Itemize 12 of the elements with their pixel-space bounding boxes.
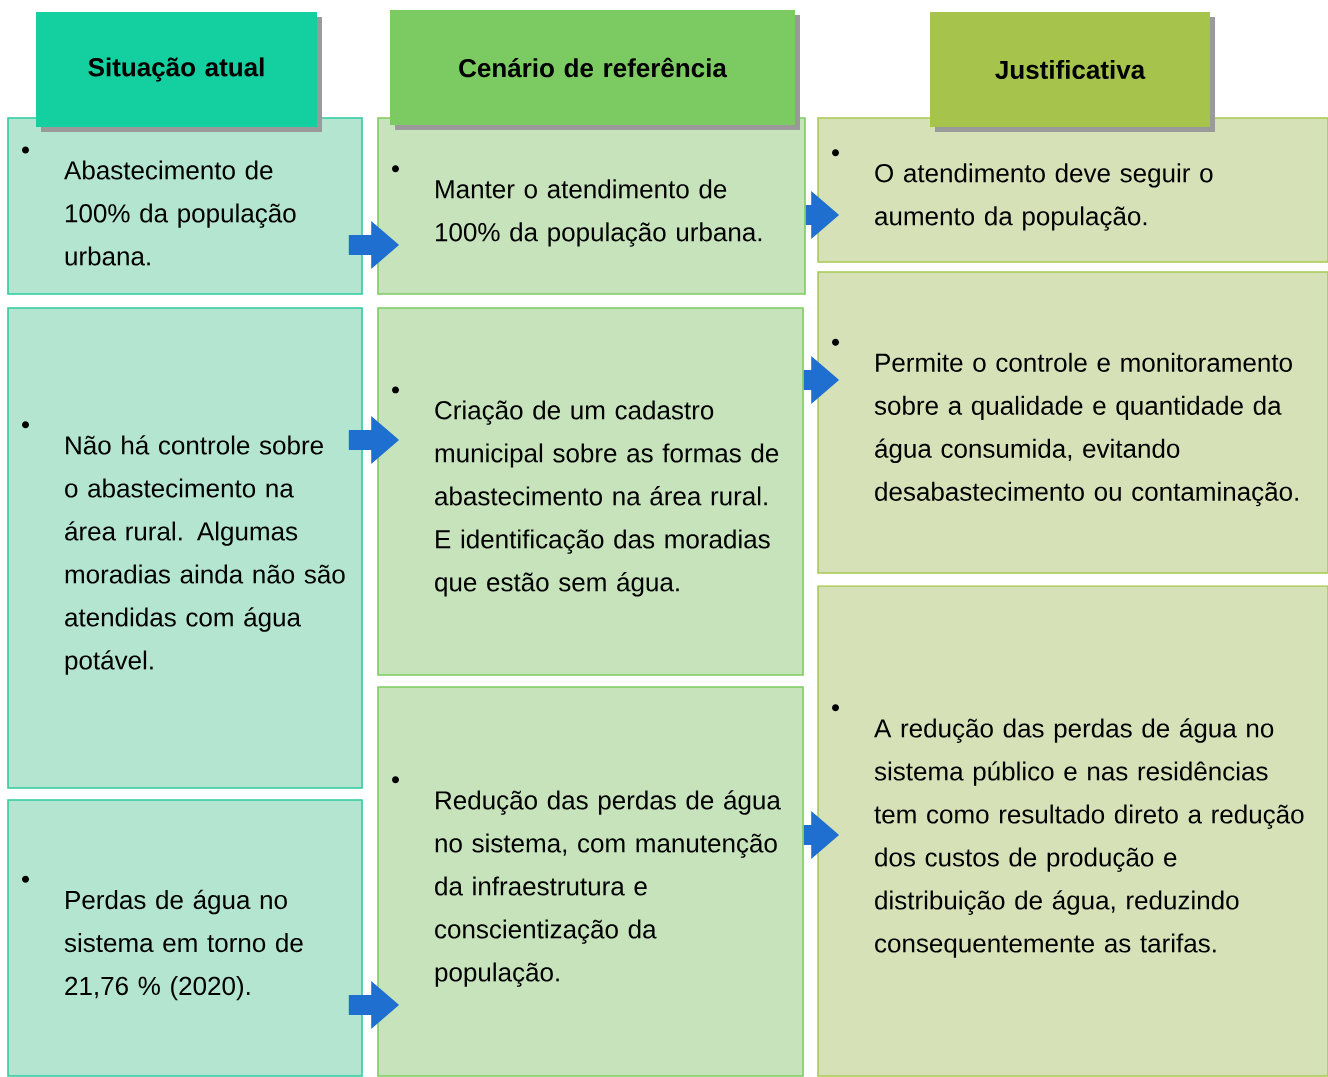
text-box: Redução das perdas de água no sistema, com manutenção da infraestrutura e conscientização da população. [377, 686, 804, 1077]
text-box: Permite o controle e monitoramento sobre a qualidade e quantidade da água consumida, evitando desabastecimento ou contaminação. [817, 271, 1328, 574]
header-tab: Justificativa [930, 12, 1215, 132]
text-box: Manter o atendimento de 100% da população urbana. [377, 117, 806, 295]
text-box: Abastecimento de 100% da população urbana. [7, 117, 363, 295]
header-tab: Cenário de referência [390, 10, 800, 130]
text-box: Não há controle sobre o abastecimento na área rural. Algumas moradias ainda não são atendidas com água potável. [7, 307, 363, 789]
text-box: Criação de um cadastro municipal sobre as formas de abastecimento na área rural. E identificação das moradias que estão sem água. [377, 307, 804, 676]
text-box: Perdas de água no sistema em torno de 21,76 % (2020). [7, 799, 363, 1077]
text-box: O atendimento deve seguir o aumento da população. [817, 117, 1328, 263]
header-tab: Situação atual [36, 12, 322, 132]
text-box: A redução das perdas de água no sistema público e nas residências tem como resultado direto a redução dos custos de produção e distribuição de água, reduzindo consequentemente as tarifas. [817, 585, 1328, 1077]
